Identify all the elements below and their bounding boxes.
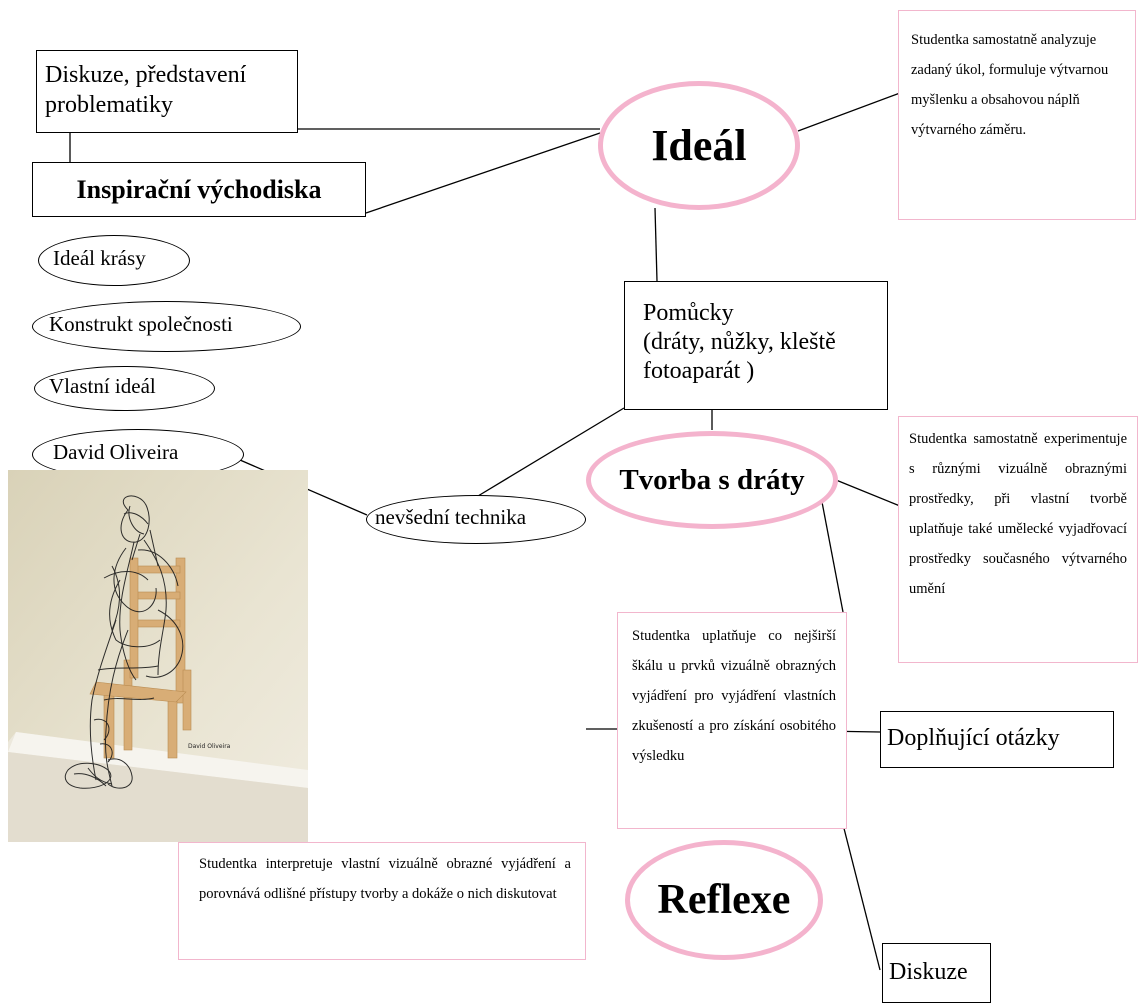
ellipse-ideal-krasy: Ideál krásy	[38, 235, 190, 286]
ellipse-konstrukt-text: Konstrukt společnosti	[49, 312, 233, 336]
reflexe-note-text: Studentka interpretuje vlastní vizuálně …	[199, 856, 571, 902]
uplatnuje-note-box: Studentka uplatňuje co nejširší škálu u …	[617, 612, 847, 829]
line-tvorba-note	[835, 479, 901, 507]
ideal-ellipse: Ideál	[598, 81, 800, 210]
ellipse-ideal-krasy-text: Ideál krásy	[53, 246, 146, 270]
reflexe-text: Reflexe	[657, 877, 791, 923]
wire-sculpture-image: David Oliveira	[8, 470, 308, 842]
photo-signature: David Oliveira	[188, 743, 231, 750]
inspiracni-vychodiska-box: Inspirační východiska	[32, 162, 366, 217]
line-ideal-note	[797, 92, 901, 132]
tvorba-s-draty-ellipse: Tvorba s dráty	[586, 431, 838, 529]
reflexe-note-box: Studentka interpretuje vlastní vizuálně …	[178, 842, 586, 960]
nevsedni-technika-text: nevšední technika	[375, 505, 527, 529]
tvorba-note-text: Studentka samostatně experimentuje s růz…	[909, 431, 1127, 597]
pomucky-line-1: Pomůcky	[643, 300, 734, 326]
line-inspiracni-ideal	[365, 132, 601, 214]
ellipse-vlastni-ideal: Vlastní ideál	[34, 366, 215, 411]
diskuze-box: Diskuze	[882, 943, 991, 1003]
uplatnuje-note-text: Studentka uplatňuje co nejširší škálu u …	[632, 628, 836, 764]
inspiracni-vychodiska-text: Inspirační východiska	[76, 174, 322, 204]
ideal-note-box: Studentka samostatně analyzuje zadaný úk…	[898, 10, 1136, 220]
pomucky-line-3: fotoaparát )	[643, 358, 755, 384]
ideal-note-text: Studentka samostatně analyzuje zadaný úk…	[911, 32, 1109, 138]
tvorba-note-box: Studentka samostatně experimentuje s růz…	[898, 416, 1138, 663]
wire-sculpture-photo: David Oliveira	[8, 470, 308, 842]
doplnujici-otazky-box: Doplňující otázky	[880, 711, 1114, 768]
ellipse-konstrukt-spolecnosti: Konstrukt společnosti	[32, 301, 301, 352]
line-tvorba-uplatnuje	[821, 501, 844, 613]
diskuze-problematiky-text: Diskuze, představení problematiky	[45, 62, 247, 118]
nevsedni-technika-ellipse: nevšední technika	[366, 495, 586, 544]
diskuze-problematiky-box: Diskuze, představení problematiky	[36, 50, 298, 133]
line-ideal-pomucky	[654, 207, 658, 282]
pomucky-box: Pomůcky (dráty, nůžky, kleště fotoaparát…	[624, 281, 888, 410]
ideal-text: Ideál	[651, 121, 747, 170]
doplnujici-otazky-text: Doplňující otázky	[887, 725, 1060, 751]
ellipse-david-oliveira-text: David Oliveira	[53, 440, 179, 464]
tvorba-s-draty-text: Tvorba s dráty	[619, 463, 805, 496]
reflexe-ellipse: Reflexe	[625, 840, 823, 960]
line-pomucky-technika	[477, 407, 625, 497]
ellipse-vlastni-ideal-text: Vlastní ideál	[49, 374, 156, 398]
diskuze-text: Diskuze	[889, 959, 968, 985]
pomucky-line-2: (dráty, nůžky, kleště	[643, 329, 836, 355]
